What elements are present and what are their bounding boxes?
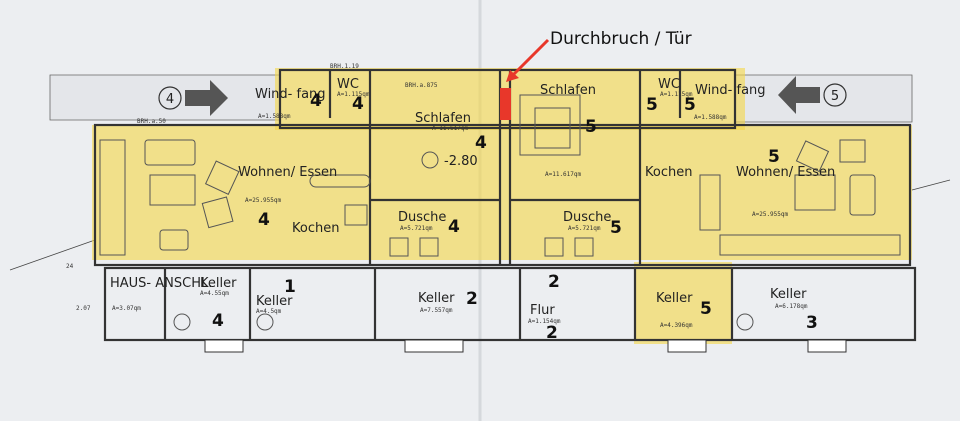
highlight-main bbox=[92, 125, 912, 260]
room-kochen-right: Kochen bbox=[645, 165, 692, 180]
upper-floor-outline bbox=[93, 123, 912, 267]
svg-text:2.07: 2.07 bbox=[76, 305, 91, 312]
svg-text:4: 4 bbox=[212, 311, 224, 331]
room-windfang-left: Wind- fang bbox=[255, 87, 326, 102]
svg-text:5: 5 bbox=[585, 117, 597, 137]
svg-text:4: 4 bbox=[166, 92, 174, 107]
windows bbox=[204, 339, 847, 353]
svg-text:2: 2 bbox=[546, 323, 558, 343]
svg-text:A=1.115qm: A=1.115qm bbox=[660, 91, 693, 98]
room-wohnen-left: Wohnen/ Essen bbox=[238, 165, 337, 180]
svg-text:BRH.1.19: BRH.1.19 bbox=[330, 63, 359, 70]
svg-text:A=1.115qm: A=1.115qm bbox=[337, 91, 370, 98]
room-dusche-left: Dusche bbox=[398, 210, 446, 225]
annotation-text: Durchbruch / Tür bbox=[550, 29, 692, 49]
svg-text:24: 24 bbox=[66, 263, 74, 270]
svg-text:5: 5 bbox=[768, 147, 780, 167]
furniture bbox=[99, 94, 901, 331]
room-flur: Flur bbox=[530, 303, 555, 318]
svg-text:A=5.721qm: A=5.721qm bbox=[400, 225, 433, 232]
room-keller-5: Keller bbox=[770, 287, 807, 302]
slope-line-right bbox=[911, 179, 951, 191]
slope-line-left bbox=[9, 239, 96, 271]
svg-text:5: 5 bbox=[646, 95, 658, 115]
svg-text:A=1.588qm: A=1.588qm bbox=[258, 113, 291, 120]
svg-text:4: 4 bbox=[352, 94, 364, 114]
room-dusche-right: Dusche bbox=[563, 210, 611, 225]
svg-text:5: 5 bbox=[610, 218, 622, 238]
entrance-arrow-left: 4 bbox=[158, 80, 228, 116]
annotation-arrow bbox=[510, 38, 550, 78]
svg-text:A=4.5qm: A=4.5qm bbox=[256, 308, 282, 315]
svg-text:1: 1 bbox=[284, 277, 296, 297]
svg-text:5: 5 bbox=[684, 95, 696, 115]
svg-text:5: 5 bbox=[700, 299, 712, 319]
svg-text:A=25.955qm: A=25.955qm bbox=[245, 197, 282, 204]
room-keller-3: Keller bbox=[418, 291, 455, 306]
room-wohnen-right: Wohnen/ Essen bbox=[736, 165, 835, 180]
breakthrough-annotation: Durchbruch / Tür bbox=[500, 29, 692, 120]
svg-text:3: 3 bbox=[806, 313, 818, 333]
room-keller-4: Keller bbox=[656, 291, 693, 306]
svg-text:2: 2 bbox=[466, 289, 478, 309]
svg-text:A=5.721qm: A=5.721qm bbox=[568, 225, 601, 232]
room-wc-right: WC bbox=[658, 77, 680, 92]
basement-outline bbox=[103, 266, 917, 342]
svg-text:A=3.07qm: A=3.07qm bbox=[112, 305, 141, 312]
room-windfang-right: Wind- fang bbox=[695, 83, 766, 98]
svg-text:A=11.617qm: A=11.617qm bbox=[545, 171, 582, 178]
misc-labels: BRH.1.19 BRH.a.875 BRH.a.50 -2.80 24 2.0… bbox=[66, 63, 478, 312]
svg-text:A=1.154qm: A=1.154qm bbox=[528, 318, 561, 325]
room-wc-left: WC bbox=[337, 77, 359, 92]
svg-text:A=25.955qm: A=25.955qm bbox=[752, 211, 789, 218]
entrance-arrow-right: 5 bbox=[778, 76, 847, 114]
room-hausanschl: HAUS- ANSCHL. bbox=[110, 276, 212, 291]
room-kochen-left: Kochen bbox=[292, 221, 339, 236]
svg-text:-2.80: -2.80 bbox=[444, 154, 478, 169]
room-labels: Wind- fang WC Wohnen/ Essen Kochen Schla… bbox=[110, 77, 835, 318]
svg-text:4: 4 bbox=[448, 217, 460, 237]
upper-annex-outline bbox=[278, 68, 737, 130]
svg-text:BRH.a.50: BRH.a.50 bbox=[137, 118, 166, 125]
svg-text:BRH.a.875: BRH.a.875 bbox=[405, 82, 438, 89]
svg-text:4: 4 bbox=[475, 133, 487, 153]
svg-text:4: 4 bbox=[310, 91, 322, 111]
svg-text:4: 4 bbox=[258, 210, 270, 230]
room-schlafen-left: Schlafen bbox=[415, 111, 471, 126]
room-keller-2: Keller bbox=[256, 294, 293, 309]
area-labels: A=1.588qm A=1.115qm A=25.955qm A=11.617q… bbox=[112, 91, 808, 329]
svg-text:A=4.55qm: A=4.55qm bbox=[200, 290, 229, 297]
svg-text:2: 2 bbox=[548, 272, 560, 292]
room-schlafen-right: Schlafen bbox=[540, 83, 596, 98]
svg-text:A=4.396qm: A=4.396qm bbox=[660, 322, 693, 329]
svg-text:A=1.588qm: A=1.588qm bbox=[694, 114, 727, 121]
svg-text:A=6.178qm: A=6.178qm bbox=[775, 303, 808, 310]
svg-text:A=7.557qm: A=7.557qm bbox=[420, 307, 453, 314]
handwritten-numbers: 4 4 4 4 4 5 5 5 5 5 4 1 2 2 2 5 3 bbox=[212, 91, 818, 343]
room-keller-1: Keller bbox=[200, 276, 237, 291]
svg-text:5: 5 bbox=[831, 89, 839, 104]
breakthrough-marker bbox=[500, 88, 511, 120]
svg-text:A=11.617qm: A=11.617qm bbox=[432, 125, 469, 132]
highlight-keller-4 bbox=[634, 262, 732, 344]
